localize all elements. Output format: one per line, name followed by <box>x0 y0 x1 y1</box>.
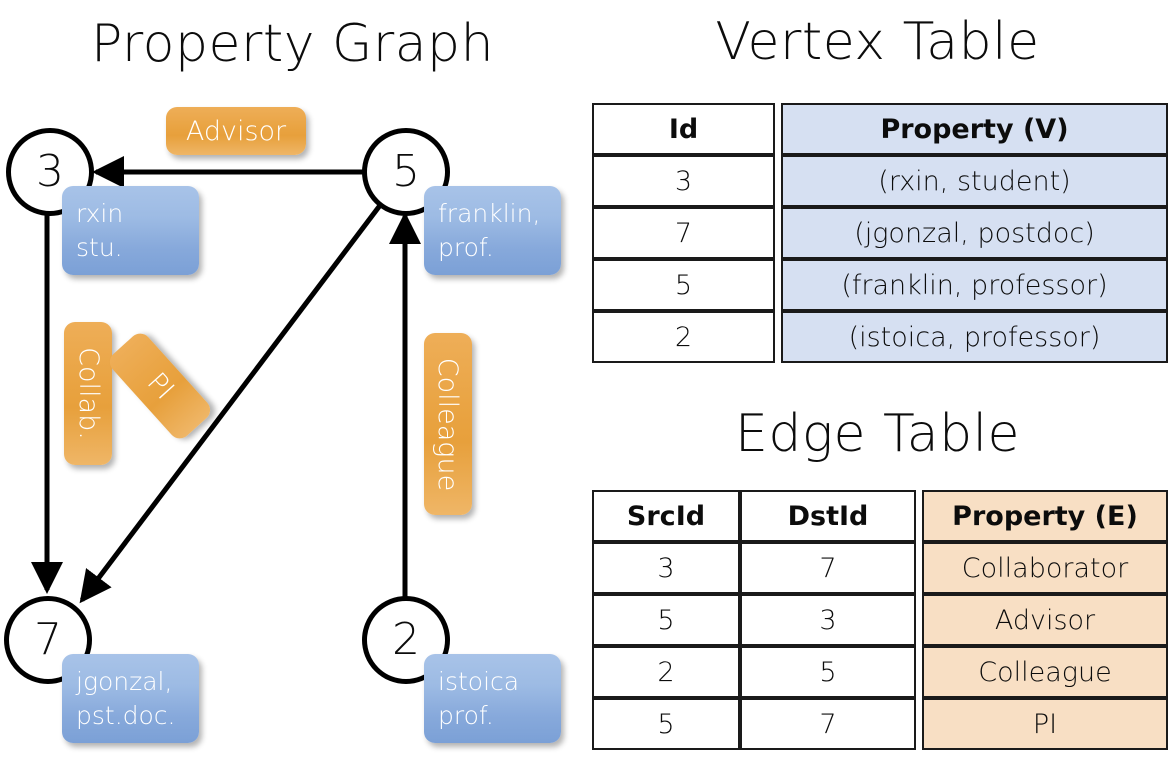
graph-node-5[interactable]: 5 <box>362 128 450 216</box>
edge-row-2-property: Colleague <box>922 646 1168 698</box>
vertex-row-2-id: 5 <box>592 259 775 311</box>
node-2-property-line-2: prof. <box>438 700 494 730</box>
edge-row-1-src: 5 <box>592 594 740 646</box>
edge-table-header-row: SrcId DstId Property (E) <box>592 490 1168 542</box>
table-row: 5 7 PI <box>592 698 1168 750</box>
table-row: 2 (istoica, professor) <box>592 311 1168 363</box>
edge-row-3-src: 5 <box>592 698 740 750</box>
edge-row-2-dst: 5 <box>740 646 916 698</box>
vertex-table: Id Property (V) 3 (rxin, student) 7 (jgo… <box>592 103 1168 363</box>
node-7-property-box: jgonzal, pst.doc. <box>62 654 199 743</box>
graph-node-3-label: 3 <box>36 146 64 197</box>
vertex-row-3-id: 2 <box>592 311 775 363</box>
edge-row-3-dst: 7 <box>740 698 916 750</box>
edge-row-0-dst: 7 <box>740 542 916 594</box>
property-graph-canvas <box>31 156 421 604</box>
graph-node-7-label: 7 <box>34 614 62 665</box>
vertex-table-header-id: Id <box>592 103 775 155</box>
node-5-property-box: franklin, prof. <box>424 186 561 275</box>
table-row: 5 (franklin, professor) <box>592 259 1168 311</box>
vertex-row-1-property: (jgonzal, postdoc) <box>781 207 1168 259</box>
edge-table-header-srcid: SrcId <box>592 490 740 542</box>
vertex-table-header-property: Property (V) <box>781 103 1168 155</box>
node-5-property-line-2: prof. <box>438 232 494 262</box>
edge-label-collab: Collab. <box>64 322 112 465</box>
node-2-property-line-1: istoica <box>438 667 520 696</box>
page-title-vertex-table: Vertex Table <box>715 12 1040 72</box>
node-2-property-box: istoica prof. <box>424 654 561 743</box>
vertex-row-3-property: (istoica, professor) <box>781 311 1168 363</box>
graph-node-2-label: 2 <box>392 614 420 665</box>
vertex-row-1-id: 7 <box>592 207 775 259</box>
table-row: 3 (rxin, student) <box>592 155 1168 207</box>
vertex-row-0-property: (rxin, student) <box>781 155 1168 207</box>
node-7-property-line-2: pst.doc. <box>76 700 176 730</box>
node-3-property-box: rxin stu. <box>62 186 199 275</box>
edge-row-3-property: PI <box>922 698 1168 750</box>
edge-row-0-property: Collaborator <box>922 542 1168 594</box>
edge-label-colleague: Colleague <box>424 333 472 515</box>
edge-row-0-src: 3 <box>592 542 740 594</box>
edge-label-collab-text: Collab. <box>72 347 104 440</box>
graph-node-5-label: 5 <box>392 146 420 197</box>
vertex-row-0-id: 3 <box>592 155 775 207</box>
table-row: 2 5 Colleague <box>592 646 1168 698</box>
table-row: 7 (jgonzal, postdoc) <box>592 207 1168 259</box>
table-row: 5 3 Advisor <box>592 594 1168 646</box>
graph-node-2[interactable]: 2 <box>362 596 450 684</box>
node-3-property-line-1: rxin <box>76 199 124 228</box>
table-row: 3 7 Collaborator <box>592 542 1168 594</box>
vertex-row-2-property: (franklin, professor) <box>781 259 1168 311</box>
edge-row-1-dst: 3 <box>740 594 916 646</box>
edge-table-header-property: Property (E) <box>922 490 1168 542</box>
edge-row-2-src: 2 <box>592 646 740 698</box>
node-7-property-line-1: jgonzal, <box>76 667 173 696</box>
edge-label-colleague-text: Colleague <box>432 357 464 491</box>
node-5-property-line-1: franklin, <box>438 199 541 228</box>
edge-table-header-dstid: DstId <box>740 490 916 542</box>
edge-label-advisor-text: Advisor <box>185 115 287 147</box>
page-title-edge-table: Edge Table <box>734 404 1021 464</box>
edge-label-advisor: Advisor <box>166 107 306 155</box>
edge-table: SrcId DstId Property (E) 3 7 Collaborato… <box>592 490 1168 750</box>
vertex-table-header-row: Id Property (V) <box>592 103 1168 155</box>
node-3-property-line-2: stu. <box>76 232 123 262</box>
edge-label-pi-text: PI <box>140 366 180 406</box>
page-title-property-graph: Property Graph <box>90 14 495 74</box>
edge-5-to-7-pi <box>79 202 383 604</box>
edge-row-1-property: Advisor <box>922 594 1168 646</box>
